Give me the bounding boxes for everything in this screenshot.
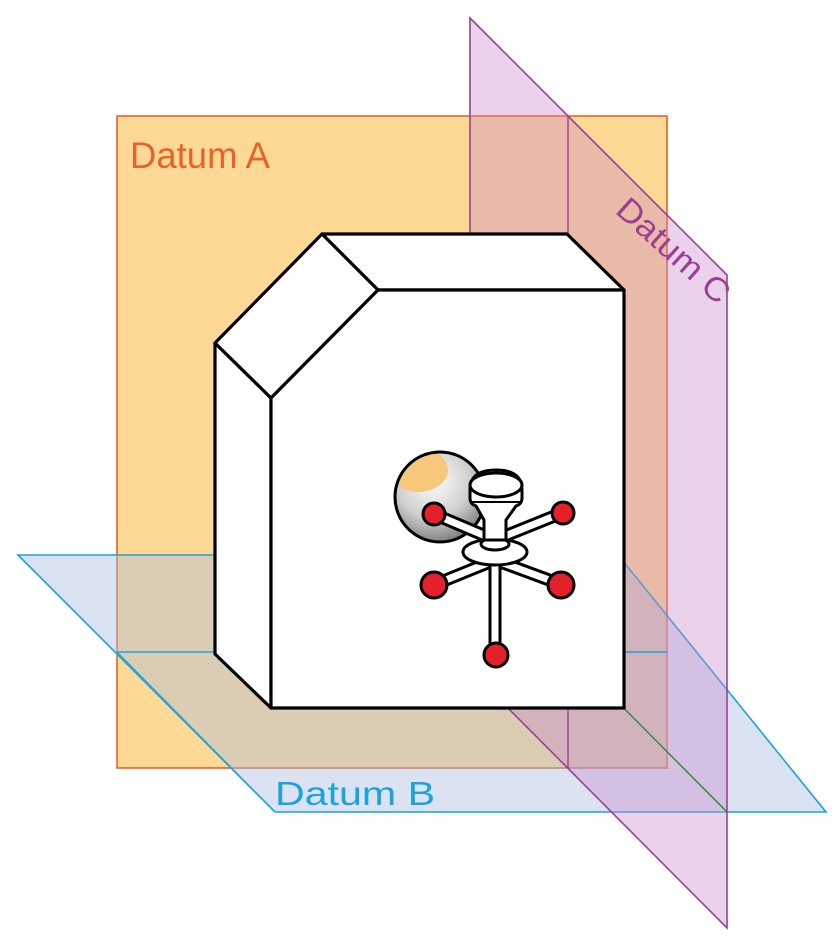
probe-tip-bottom	[482, 641, 510, 669]
probe-tip-lower-right	[546, 570, 576, 600]
probe-tip-upper-left	[421, 501, 447, 527]
intersection-line-ab-diag	[116, 651, 276, 813]
datum-b-label: Datum B	[275, 775, 435, 812]
probe-tip-upper-right	[550, 500, 576, 526]
star-probe	[419, 468, 576, 669]
probe-tip-lower-left	[419, 570, 449, 600]
part-left-face	[213, 341, 273, 710]
datum-a-label: Datum A	[130, 135, 270, 176]
